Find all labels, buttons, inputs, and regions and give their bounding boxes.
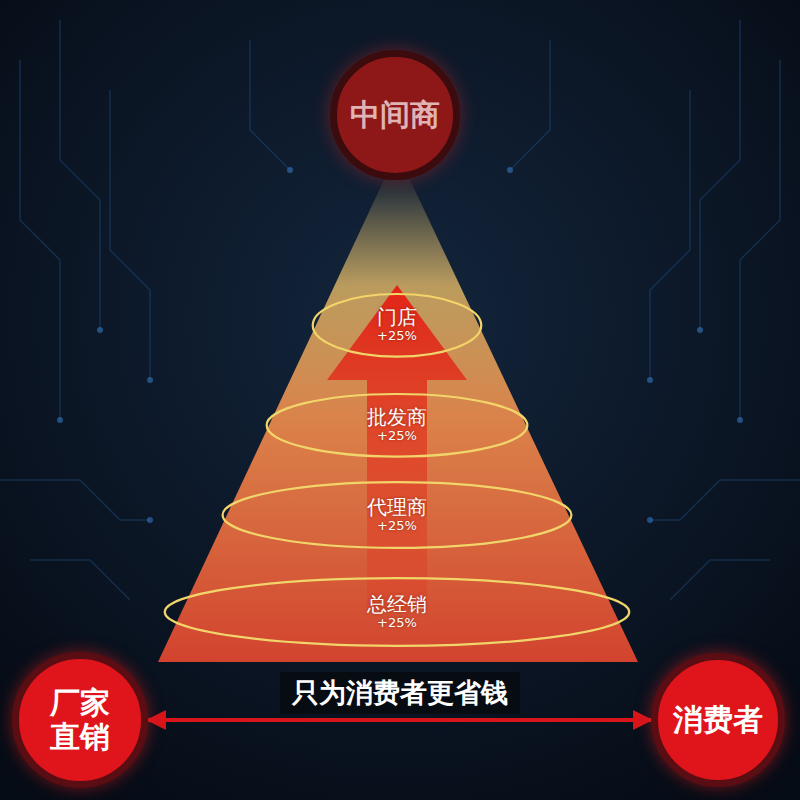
tier-ring: 总经销+25%: [160, 576, 634, 648]
tier-ring: 门店+25%: [311, 292, 483, 359]
removed-middleman-circle: 中间商: [330, 50, 459, 179]
circle-label: 消费者: [668, 703, 768, 738]
factory-circle: 厂家直销: [12, 652, 148, 788]
markup-percent: +25%: [377, 616, 417, 631]
markup-percent: +25%: [377, 329, 417, 344]
circle-label: 厂家直销: [48, 686, 112, 755]
markup-percent: +25%: [377, 519, 417, 534]
ring-ellipse: [267, 394, 528, 457]
ring-ellipse: [313, 294, 482, 357]
tier-ring: 批发商+25%: [264, 392, 530, 459]
up-arrow: [327, 285, 467, 610]
ring-ellipse: [165, 578, 630, 646]
circuit-lines: [0, 20, 800, 600]
tier-name: 代理商: [367, 496, 427, 519]
markup-percent: +25%: [377, 429, 417, 444]
tier-name: 总经销: [367, 593, 427, 616]
slogan-label: 只为消费者更省钱: [280, 672, 520, 714]
pyramid: [158, 180, 638, 662]
tier-name: 批发商: [367, 406, 427, 429]
tier-ring: 代理商+25%: [219, 480, 575, 550]
tier-name: 门店: [377, 306, 417, 329]
circle-label: 中间商: [345, 98, 445, 131]
ring-ellipse: [223, 482, 572, 548]
double-arrow-connector: [148, 718, 651, 722]
consumer-circle: 消费者: [651, 653, 785, 787]
